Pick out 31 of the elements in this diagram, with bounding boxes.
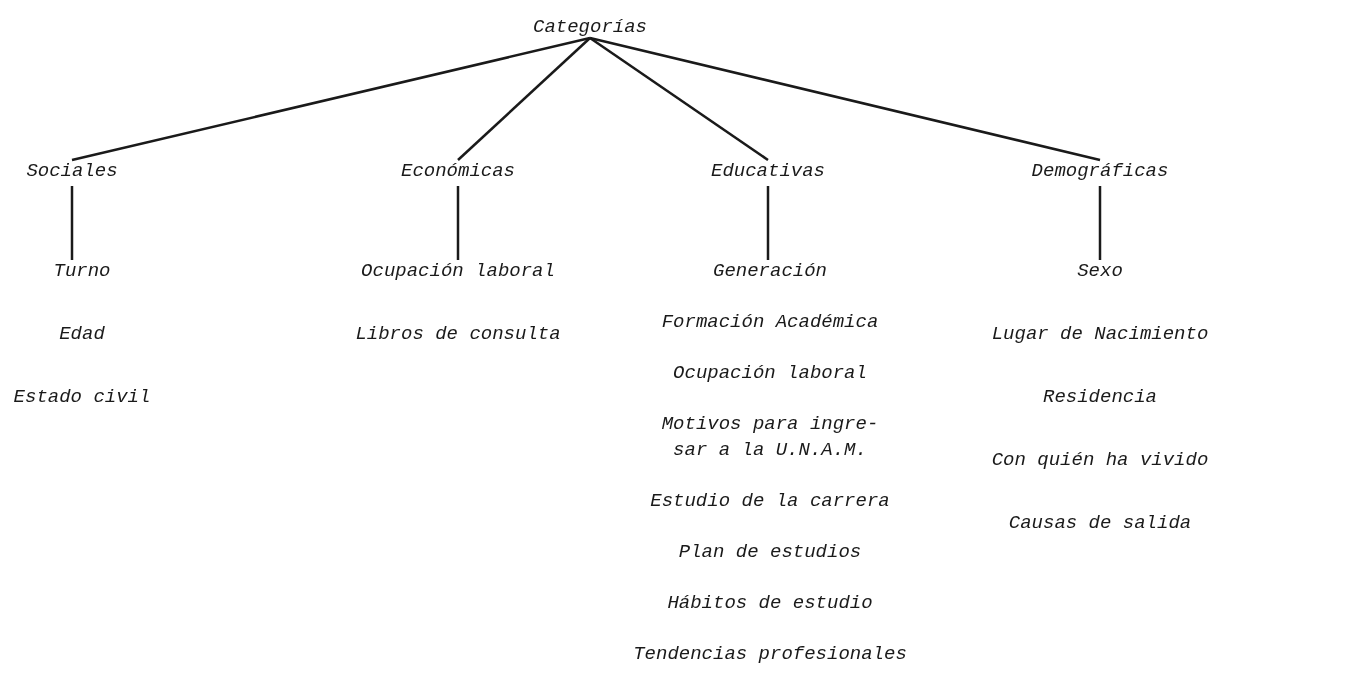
category-label: Sociales [26, 159, 118, 184]
list-item: Generación [713, 259, 827, 284]
list-item: Plan de estudios [678, 540, 862, 565]
list-item: Causas de salida [1008, 511, 1192, 536]
list-item: Tendencias profesionales [633, 642, 907, 667]
connector-line [457, 37, 591, 161]
category-label: Educativas [711, 159, 825, 184]
list-item: Con quién ha vivido [991, 448, 1209, 473]
list-item: Ocupación laboral [361, 259, 555, 284]
list-item: Ocupación laboral [673, 361, 867, 386]
list-item: Sexo [1077, 259, 1123, 284]
connector-line [589, 36, 769, 162]
list-item: Libros de consulta [355, 322, 561, 347]
list-item: Residencia [1043, 385, 1157, 410]
connector-line [589, 36, 1101, 162]
list-item: Motivos para ingre- sar a la U.N.A.M. [660, 412, 880, 463]
list-item: Formación Académica [661, 310, 879, 335]
category-label: Demográficas [1031, 159, 1169, 184]
list-item: Lugar de Nacimiento [991, 322, 1209, 347]
connector-line [70, 186, 74, 260]
category-label: Categorías [533, 15, 647, 40]
list-item: Edad [59, 322, 105, 347]
connector-line [71, 36, 591, 162]
connector-line [456, 186, 460, 260]
list-item: Hábitos de estudio [667, 591, 873, 616]
list-item: Turno [53, 259, 111, 284]
connector-line [766, 186, 770, 260]
connector-line [1098, 186, 1102, 260]
category-label: Económicas [401, 159, 515, 184]
list-item: Estudio de la carrera [650, 489, 890, 514]
list-item: Estado civil [13, 385, 151, 410]
